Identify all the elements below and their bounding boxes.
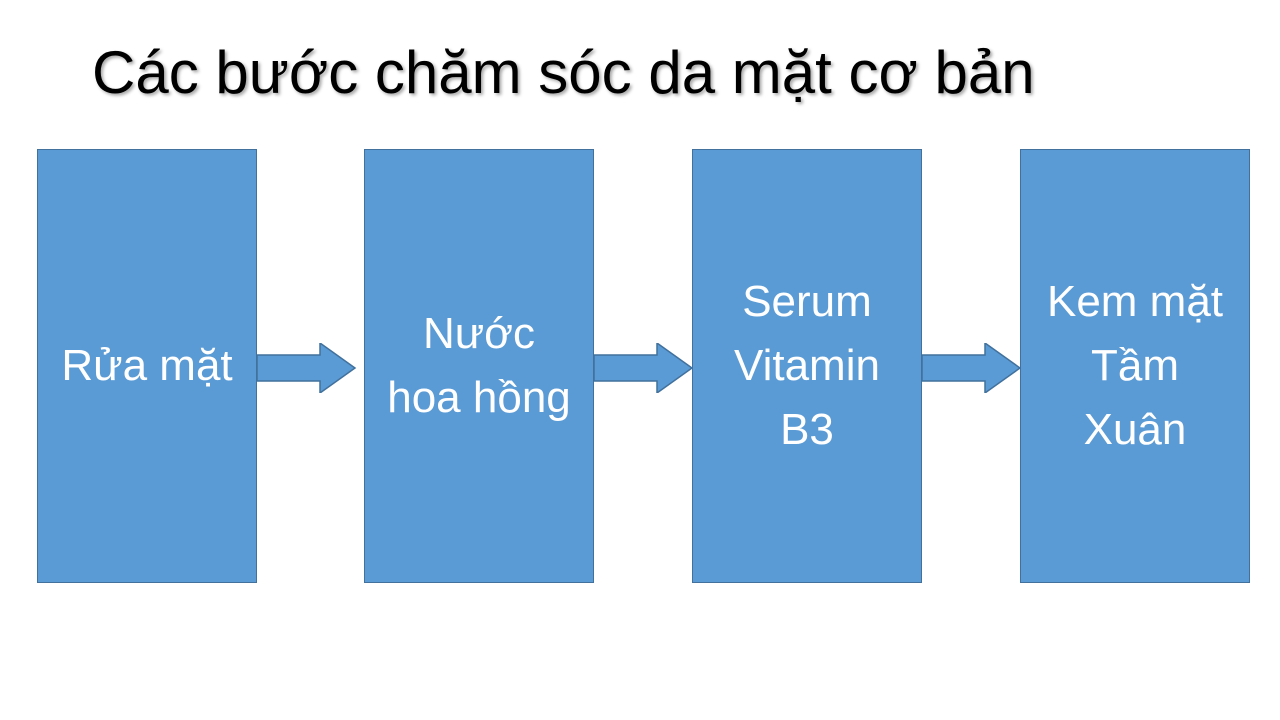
step-label: Serum Vitamin B3 [734, 277, 880, 454]
slide-title: Các bước chăm sóc da mặt cơ bản [92, 39, 1035, 106]
right-arrow-icon [922, 343, 1022, 393]
step-box-rose-water: Nước hoa hồng [364, 149, 594, 583]
right-arrow-icon [594, 343, 694, 393]
step-label: Nước hoa hồng [387, 309, 571, 422]
step-label: Rửa mặt [61, 341, 233, 390]
step-label: Kem mặt Tầm Xuân [1046, 277, 1224, 454]
step-box-wash-face: Rửa mặt [37, 149, 257, 583]
step-box-serum: Serum Vitamin B3 [692, 149, 922, 583]
right-arrow-icon [257, 343, 357, 393]
step-box-face-cream: Kem mặt Tầm Xuân [1020, 149, 1250, 583]
